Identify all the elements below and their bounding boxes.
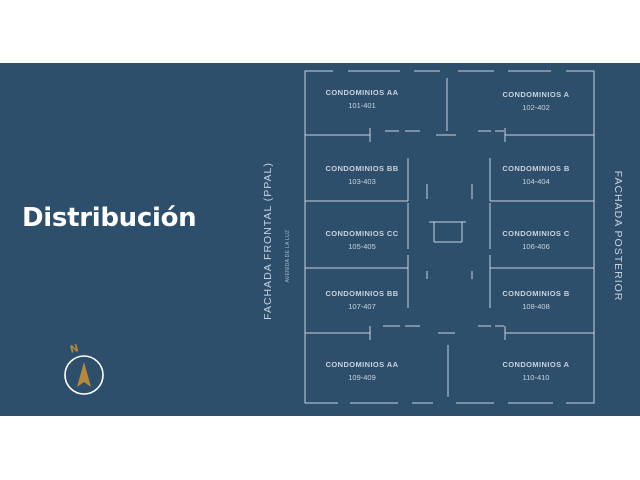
unit-name: CONDOMINIOS B (502, 289, 570, 298)
slide-panel: Distribución FACHADA FRONTAL (PPAL) FACH… (0, 63, 640, 416)
unit-name: CONDOMINIOS AA (325, 360, 399, 369)
bottom-wall-1 (304, 396, 338, 404)
top-wall-6 (566, 70, 595, 77)
bottom-wall-6 (566, 396, 595, 404)
unit-range: 104-404 (522, 177, 550, 186)
unit-name: CONDOMINIOS BB (325, 289, 399, 298)
unit-range: 108-408 (522, 302, 550, 311)
unit-range: 109-409 (348, 373, 376, 382)
floor-plan (304, 70, 595, 404)
unit-range: 101-401 (348, 101, 376, 110)
unit-range: 107-407 (348, 302, 376, 311)
unit-range: 103-403 (348, 177, 376, 186)
compass-letter: N (69, 343, 80, 356)
unit-name: CONDOMINIOS A (502, 360, 570, 369)
unit-name: CONDOMINIOS AA (325, 88, 399, 97)
unit-name: CONDOMINIOS B (502, 164, 570, 173)
unit-range: 110-410 (522, 373, 550, 382)
unit-name: CONDOMINIOS CC (325, 229, 399, 238)
unit-range: 106-406 (522, 242, 550, 251)
page-title: Distribución (22, 203, 197, 233)
top-wall-1 (304, 70, 333, 77)
unit-name: CONDOMINIOS BB (325, 164, 399, 173)
unit-range: 102-402 (522, 103, 550, 112)
unit-range: 105-405 (348, 242, 376, 251)
unit-name: CONDOMINIOS C (502, 229, 570, 238)
compass-icon: N (64, 343, 104, 395)
unit-name: CONDOMINIOS A (502, 90, 570, 99)
